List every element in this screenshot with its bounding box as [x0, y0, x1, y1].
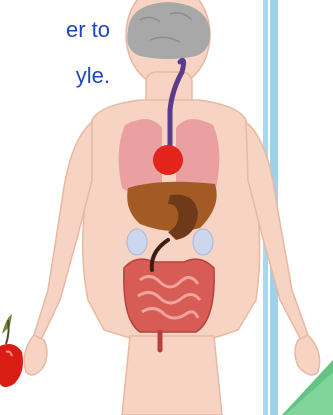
large-intestine: [124, 259, 214, 332]
caption-line-2: yle.: [0, 62, 110, 90]
caption-line-1: er to: [0, 16, 110, 44]
liver: [127, 182, 216, 231]
heart: [153, 145, 183, 175]
left-kidney: [127, 229, 147, 255]
right-kidney: [193, 229, 213, 255]
apple-icon: [0, 344, 23, 387]
brain: [127, 2, 210, 59]
caption-text: er to yle.: [0, 0, 130, 110]
leaf-icon: [2, 314, 12, 334]
